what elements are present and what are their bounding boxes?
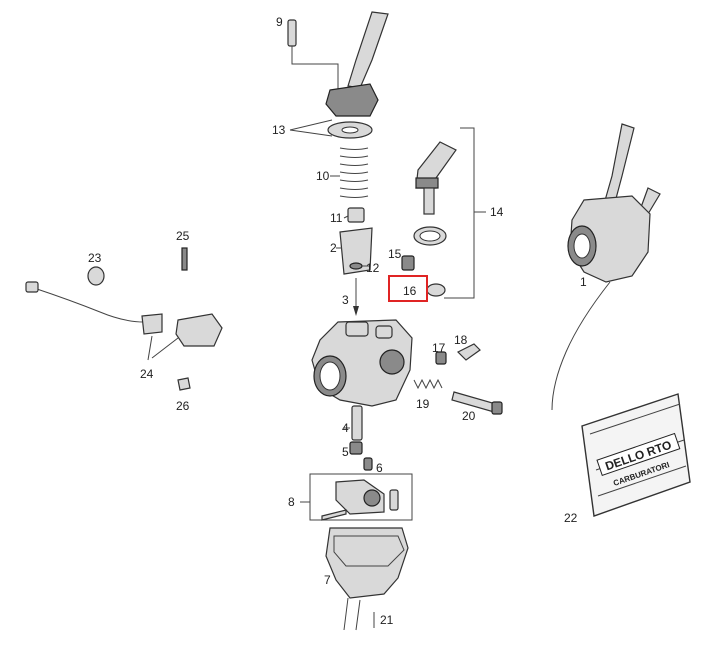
jet-5 xyxy=(349,441,363,455)
bowl-7 xyxy=(325,527,409,599)
screw-17 xyxy=(435,351,447,365)
label-24: 24 xyxy=(140,367,154,381)
throttle-slide-2 xyxy=(339,227,373,275)
label-18: 18 xyxy=(454,333,468,347)
label-22: 22 xyxy=(564,511,578,525)
choke-stem xyxy=(423,187,435,215)
label-7: 7 xyxy=(324,573,331,587)
label-21: 21 xyxy=(380,613,394,627)
screw-15 xyxy=(401,255,415,271)
electric-choke-parts xyxy=(25,247,223,391)
elbow-cap xyxy=(325,83,379,117)
label-23: 23 xyxy=(88,251,102,265)
float-assembly xyxy=(300,473,413,521)
label-20: 20 xyxy=(462,409,476,423)
label-1: 1 xyxy=(580,275,587,289)
label-2: 2 xyxy=(330,241,337,255)
label-14: 14 xyxy=(490,205,504,219)
spring-19 xyxy=(413,378,443,390)
choke-unit xyxy=(175,313,223,347)
side-screws xyxy=(413,343,503,415)
throttle-spring xyxy=(330,147,369,198)
part-labels: 1 2 3 4 5 6 7 8 9 10 11 12 13 14 15 16 1… xyxy=(88,15,587,627)
screw-9 xyxy=(287,19,297,47)
label-13: 13 xyxy=(272,123,286,137)
label-19: 19 xyxy=(416,397,430,411)
choke-assembly xyxy=(388,127,486,302)
highlight-box-16 xyxy=(388,275,428,302)
label-4: 4 xyxy=(342,421,349,435)
label-26: 26 xyxy=(176,399,190,413)
emulsion-tube-4 xyxy=(351,405,363,441)
jets xyxy=(344,405,373,471)
label-15: 15 xyxy=(388,247,402,261)
screw-18 xyxy=(456,343,481,361)
label-17: 17 xyxy=(432,341,446,355)
washer-16 xyxy=(426,283,446,297)
cable-tube xyxy=(347,11,389,89)
slide-assembly xyxy=(336,207,373,316)
label-16: 16 xyxy=(403,284,417,298)
label-25: 25 xyxy=(176,229,190,243)
carburetor-body xyxy=(311,319,413,407)
label-6: 6 xyxy=(376,461,383,475)
label-12: 12 xyxy=(366,261,380,275)
washer-12 xyxy=(349,262,363,270)
label-11: 11 xyxy=(330,211,343,225)
label-3: 3 xyxy=(342,293,349,307)
clip-26 xyxy=(177,377,191,391)
label-8: 8 xyxy=(288,495,295,509)
jet-6 xyxy=(363,457,373,471)
connector xyxy=(141,313,163,335)
instruction-manual: DELLO RTO CARBURATORI xyxy=(581,393,691,517)
clip-11 xyxy=(347,207,365,223)
throttle-cable-elbow xyxy=(287,11,389,139)
label-9: 9 xyxy=(276,15,283,29)
screw-25 xyxy=(181,247,188,271)
ring-23 xyxy=(87,266,105,286)
float-bowl xyxy=(325,527,409,631)
assembled-carburetor xyxy=(551,123,661,411)
label-5: 5 xyxy=(342,445,349,459)
label-10: 10 xyxy=(316,169,330,183)
needle-3 xyxy=(353,306,359,316)
